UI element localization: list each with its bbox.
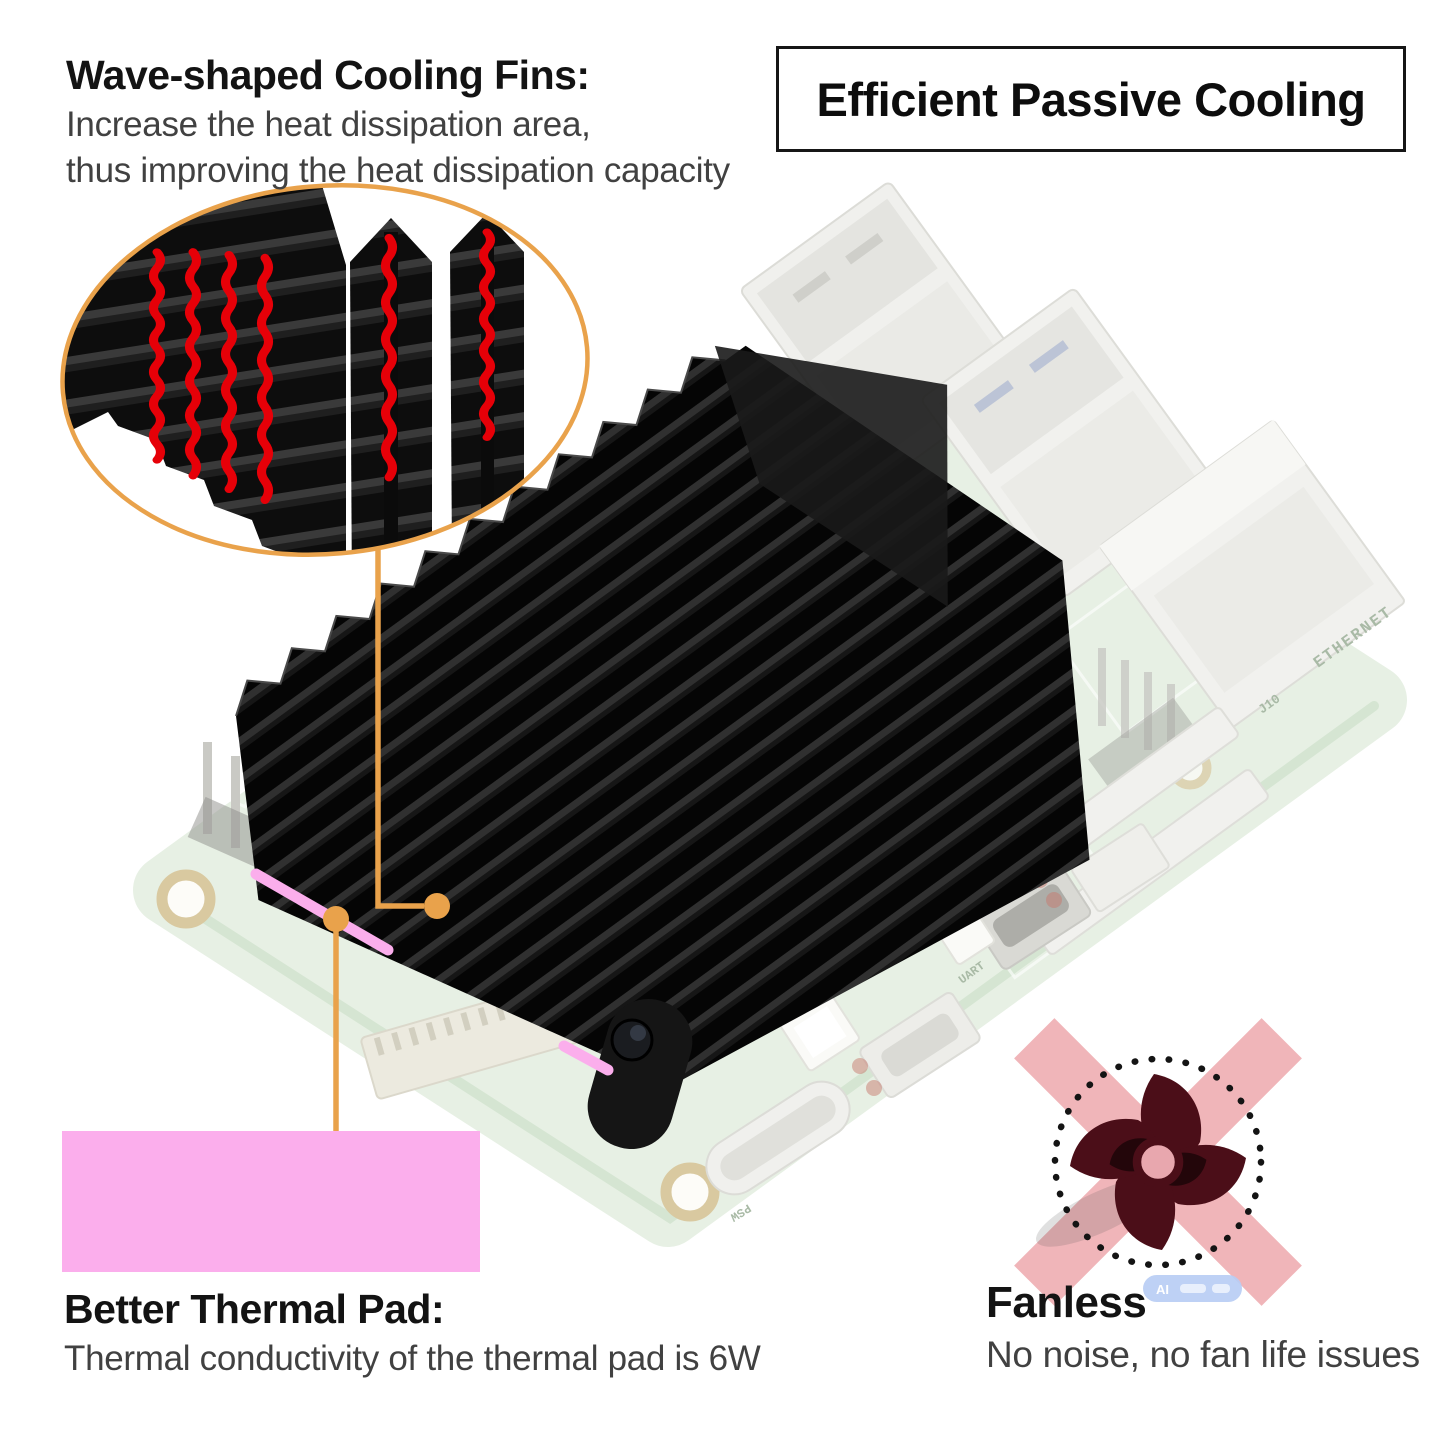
heatsink-standoff xyxy=(587,999,693,1149)
thermal-pad-strip xyxy=(558,1040,614,1076)
fanless-line1: No noise, no fan life issues xyxy=(986,1334,1420,1375)
ai-badge-glyphs xyxy=(1180,1284,1206,1293)
callout-cooling-fins: Wave-shaped Cooling Fins: Increase the h… xyxy=(66,52,730,191)
thermal-pad-swatch xyxy=(62,1131,480,1272)
header-pins xyxy=(1088,648,1197,792)
ethernet-port xyxy=(1099,419,1405,728)
heatsink-end-face xyxy=(714,345,948,607)
mounting-hole xyxy=(660,1162,720,1222)
cooling-fins-title: Wave-shaped Cooling Fins: xyxy=(66,52,590,98)
cooling-fins-line2: thus improving the heat dissipation capa… xyxy=(66,151,730,190)
leader-dot xyxy=(323,906,349,932)
thermal-pad-line1: Thermal conductivity of the thermal pad … xyxy=(64,1339,761,1378)
thermal-pad-strip xyxy=(250,868,394,956)
fan-hub xyxy=(1132,1136,1184,1188)
thermal-pad-title: Better Thermal Pad: xyxy=(64,1286,445,1332)
inset-border xyxy=(60,183,590,557)
screw-glint xyxy=(630,1025,646,1041)
usb-c-port xyxy=(705,1080,851,1196)
leader-dots xyxy=(323,893,450,932)
leader-line-fins xyxy=(375,549,424,909)
micro-hdmi-port xyxy=(859,992,981,1098)
callout-thermal-pad: Better Thermal Pad: Thermal conductivity… xyxy=(64,1286,761,1379)
screw-hole xyxy=(610,1018,654,1062)
headline-text: Efficient Passive Cooling xyxy=(816,72,1366,126)
ai-badge: AI xyxy=(1143,1275,1242,1302)
fanless-icon xyxy=(1014,1018,1302,1306)
heatsink xyxy=(235,345,1090,1149)
leader-dot xyxy=(424,893,450,919)
headline-box: Efficient Passive Cooling xyxy=(776,46,1406,152)
ai-badge-text: AI xyxy=(1156,1282,1169,1297)
fanless-title: Fanless xyxy=(986,1278,1147,1327)
leader-lines xyxy=(333,549,424,1131)
ai-badge-glyphs xyxy=(1212,1284,1230,1293)
callout-fanless: Fanless No noise, no fan life issues xyxy=(986,1278,1420,1376)
mounting-hole xyxy=(156,869,216,929)
cooling-fins-line1: Increase the heat dissipation area, xyxy=(66,105,591,144)
dotted-circle xyxy=(1051,1055,1265,1269)
thermal-pad-strips xyxy=(250,868,614,1076)
